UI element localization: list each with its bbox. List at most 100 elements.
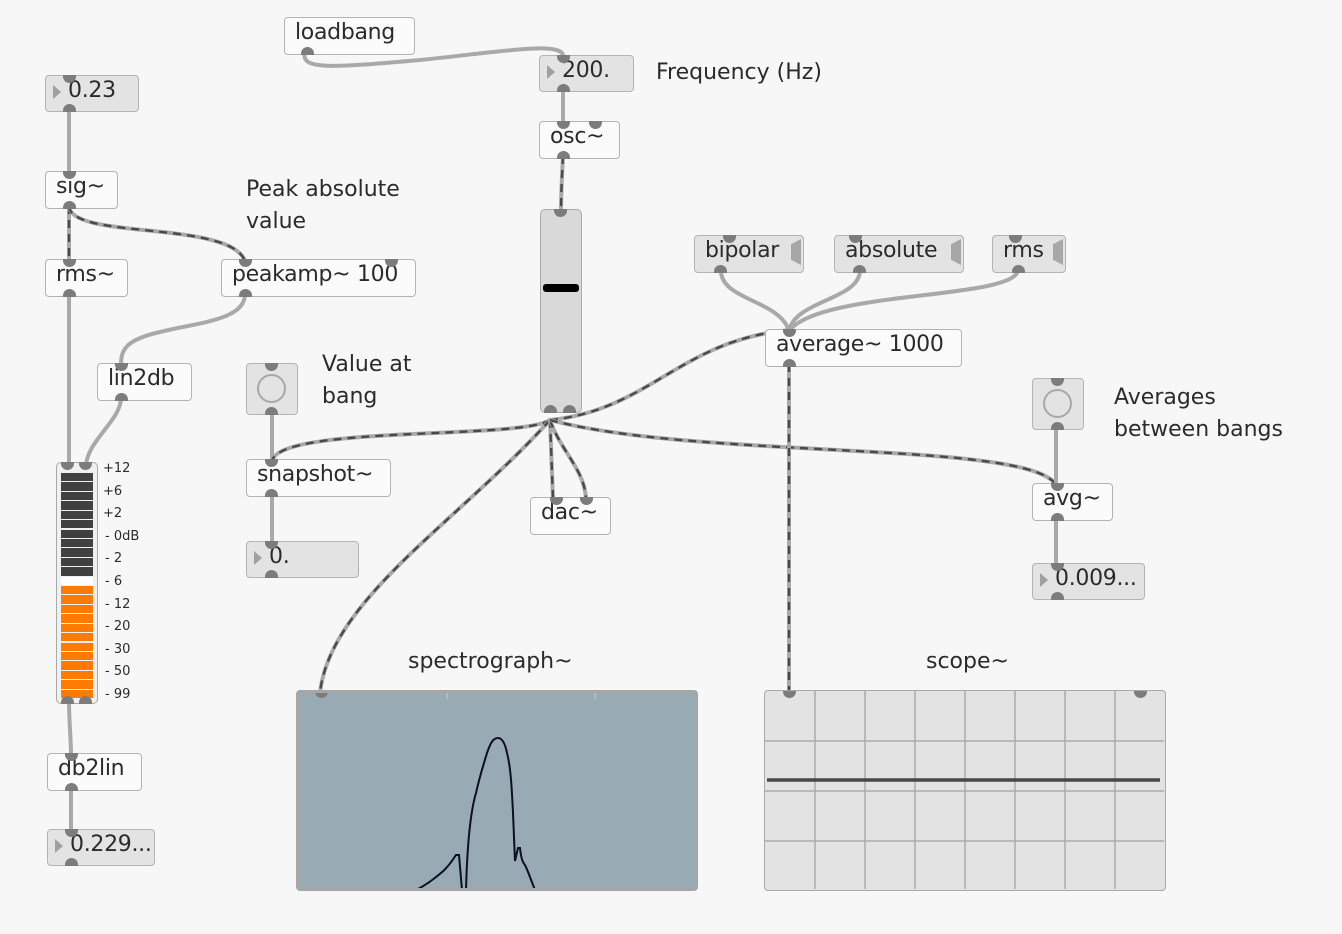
outlet[interactable] (63, 289, 76, 297)
meter-segment (61, 529, 93, 538)
inlet[interactable] (783, 691, 796, 698)
spectrograph-label: spectrograph~ (408, 649, 573, 674)
outlet[interactable] (1051, 592, 1064, 600)
spectrograph-display[interactable] (296, 690, 698, 891)
sig-object[interactable]: sig~ (45, 171, 118, 209)
meter-segment (61, 586, 93, 595)
inlet[interactable] (65, 753, 78, 761)
outlet[interactable] (557, 84, 570, 92)
absolute-message[interactable]: absolute (834, 235, 964, 273)
inlet[interactable] (63, 259, 76, 267)
rms-message[interactable]: rms (992, 235, 1066, 273)
db2lin-output-number-box[interactable]: 0.229... (47, 829, 155, 866)
signal-patch-cord[interactable] (559, 154, 565, 214)
signal-patch-cord[interactable] (548, 418, 555, 501)
signal-patch-cord[interactable] (548, 418, 588, 501)
inlet[interactable] (265, 541, 278, 549)
outlet[interactable] (1051, 422, 1064, 430)
outlet[interactable] (63, 201, 76, 209)
outlet[interactable] (1051, 513, 1064, 521)
loadbang-object[interactable]: loadbang (284, 17, 415, 55)
frequency-number-box[interactable]: 200. (539, 55, 634, 92)
outlet[interactable] (265, 407, 278, 415)
inlet[interactable] (61, 462, 74, 470)
inlet[interactable] (849, 235, 862, 243)
outlet[interactable] (714, 265, 727, 273)
avg-object[interactable]: avg~ (1032, 483, 1113, 521)
avg-output-number-box[interactable]: 0.009... (1032, 563, 1145, 600)
inlet-2[interactable] (589, 121, 602, 129)
control-patch-cord[interactable] (119, 292, 247, 367)
control-patch-cord[interactable] (67, 699, 73, 757)
inlet[interactable] (1051, 483, 1064, 491)
avg-bang-button[interactable] (1032, 378, 1084, 430)
control-patch-cord[interactable] (718, 268, 791, 333)
db2lin-object[interactable]: db2lin (47, 753, 142, 791)
sig-input-number-box[interactable]: 0.23 (45, 75, 139, 112)
signal-patch-cord[interactable] (548, 418, 1058, 487)
outlet[interactable] (265, 489, 278, 497)
inlet[interactable] (315, 693, 328, 698)
inlet[interactable] (239, 259, 252, 267)
inlet-right[interactable] (580, 497, 593, 505)
snapshot-bang-button[interactable] (246, 363, 298, 415)
inlet[interactable] (115, 363, 128, 371)
outlet[interactable] (115, 393, 128, 401)
signal-patch-cord[interactable] (67, 204, 247, 263)
gain-slider[interactable] (540, 209, 582, 413)
inlet[interactable] (265, 459, 278, 467)
message-flag-icon (791, 239, 801, 265)
inlet-2[interactable] (1134, 691, 1147, 698)
outlet[interactable] (65, 858, 78, 866)
outlet[interactable] (61, 696, 74, 704)
outlet[interactable] (1012, 265, 1025, 273)
peakamp-object[interactable]: peakamp~ 100 (221, 259, 416, 297)
control-patch-cord[interactable] (787, 268, 862, 333)
outlet[interactable] (63, 104, 76, 112)
outlet[interactable] (65, 783, 78, 791)
bipolar-message[interactable]: bipolar (694, 235, 804, 273)
value-at-bang-comment: Value at bang (322, 349, 412, 413)
inlet[interactable] (1051, 378, 1064, 386)
snapshot-object[interactable]: snapshot~ (246, 459, 391, 497)
control-patch-cord[interactable] (84, 396, 123, 467)
outlet[interactable] (557, 151, 570, 159)
snapshot-output-number-box[interactable]: 0. (246, 541, 359, 578)
lin2db-object[interactable]: lin2db (97, 363, 192, 401)
averages-comment-line1: Averages (1114, 385, 1216, 410)
inlet-2[interactable] (79, 462, 92, 470)
meter-segment (61, 642, 93, 651)
control-patch-cord[interactable] (787, 268, 1020, 333)
inlet[interactable] (723, 235, 736, 243)
outlet[interactable] (239, 289, 252, 297)
slider-knob[interactable] (543, 284, 579, 293)
oscilloscope-display[interactable] (764, 690, 1166, 891)
osc-object[interactable]: osc~ (539, 121, 620, 159)
meter-segments (61, 473, 93, 698)
signal-patch-cord[interactable] (270, 418, 552, 463)
value-comment-line2: bang (322, 384, 378, 409)
meter-segment (61, 557, 93, 567)
outlet[interactable] (301, 47, 314, 55)
outlet[interactable] (853, 265, 866, 273)
inlet-left[interactable] (550, 497, 563, 505)
outlet-2[interactable] (563, 405, 576, 413)
inlet[interactable] (557, 121, 570, 129)
inlet[interactable] (554, 209, 567, 217)
inlet[interactable] (1009, 235, 1022, 243)
rms-object[interactable]: rms~ (45, 259, 128, 297)
meter-segment (61, 482, 93, 491)
average-object[interactable]: average~ 1000 (765, 329, 962, 367)
inlet[interactable] (265, 363, 278, 371)
inlet[interactable] (63, 171, 76, 179)
signal-patch-cord[interactable] (548, 328, 792, 422)
inlet[interactable] (1051, 563, 1064, 571)
outlet-2[interactable] (79, 696, 92, 704)
dac-object[interactable]: dac~ (530, 497, 611, 535)
outlet[interactable] (783, 359, 796, 367)
outlet[interactable] (544, 405, 557, 413)
inlet[interactable] (65, 829, 78, 837)
inlet-2[interactable] (385, 259, 398, 267)
inlet[interactable] (63, 75, 76, 83)
outlet[interactable] (265, 570, 278, 578)
